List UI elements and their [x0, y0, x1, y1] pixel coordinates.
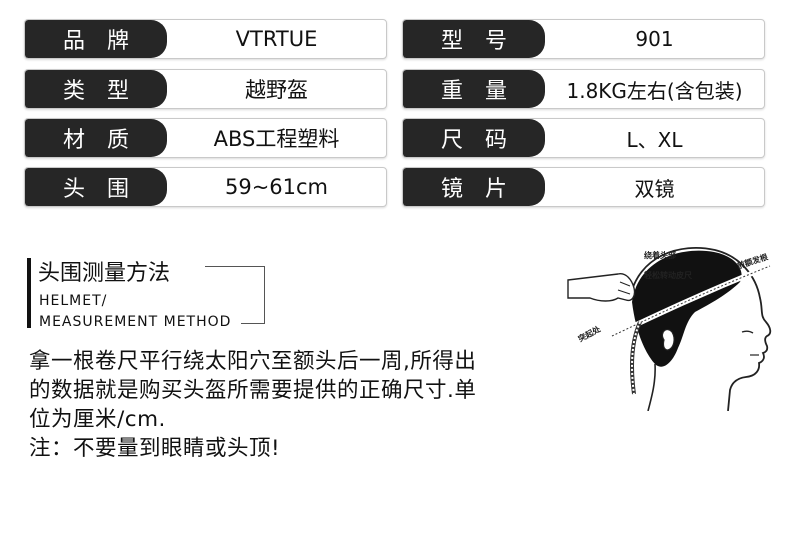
description-line: 注：不要量到眼睛或头顶!: [29, 436, 281, 461]
tape-measure-line: [611, 265, 771, 337]
spec-value: 1.8KG左右(含包装): [566, 78, 743, 103]
section-subtitle-line2: MEASUREMENT METHOD: [39, 314, 232, 330]
section-subtitle-line1: HELMET/: [39, 293, 108, 309]
spec-value: VTRTUE: [235, 27, 318, 51]
spec-value: L、XL: [626, 127, 683, 152]
spec-row-weight: 重 量 1.8KG左右(含包装): [402, 69, 765, 109]
title-accent-bar: [27, 258, 31, 328]
spec-label: 镜 片: [403, 168, 545, 206]
neck-outline: [647, 363, 656, 411]
hand-shape: [567, 273, 636, 302]
measure-description: 拿一根卷尺平行绕太阳穴至额头后一周,所得出 的数据就是购买头盔所需要提供的正确尺…: [29, 347, 574, 463]
section-title: 头围测量方法: [38, 261, 171, 286]
head-profile-outline: [629, 246, 772, 411]
hair-shape: [632, 250, 742, 367]
spec-row-type: 类 型 越野盔: [24, 69, 387, 109]
spec-label: 头 围: [25, 168, 167, 206]
spec-label: 尺 码: [403, 119, 545, 157]
eye-shape: [741, 330, 754, 334]
spec-value: 越野盔: [245, 78, 308, 102]
spec-value: 双镜: [634, 176, 675, 201]
ear-shape: [661, 328, 675, 351]
spec-label: 型 号: [403, 20, 545, 58]
spec-value: 59~61cm: [224, 175, 329, 199]
spec-label: 品 牌: [25, 20, 167, 58]
description-line: 的数据就是购买头盔所需要提供的正确尺寸.单: [29, 378, 477, 403]
description-line: 位为厘米/cm.: [29, 407, 166, 432]
spec-row-head-size: 头 围 59~61cm: [24, 167, 387, 207]
tape-measure-hanging-inner: [631, 321, 641, 395]
label-rotate-tape: 轻松转动皮尺: [644, 270, 692, 280]
bracket-gap: [205, 323, 241, 325]
hand-finger-lines: [617, 281, 631, 295]
label-wrap-around-head: 绕着头部: [644, 250, 676, 260]
spec-row-model: 型 号 901: [402, 19, 765, 59]
description-line: 拿一根卷尺平行绕太阳穴至额头后一周,所得出: [29, 349, 477, 374]
spec-row-material: 材 质 ABS工程塑料: [24, 118, 387, 158]
spec-value: 901: [635, 27, 674, 51]
head-measure-diagram: 绕着头部 轻松转动皮尺 前额发根 突起处: [567, 246, 772, 411]
spec-row-brand: 品 牌 VTRTUE: [24, 19, 387, 59]
label-back-bump: 突起处: [576, 323, 603, 344]
spec-row-lens: 镜 片 双镜: [402, 167, 765, 207]
spec-label: 材 质: [25, 119, 167, 157]
spec-value: ABS工程塑料: [213, 127, 340, 151]
spec-label: 重 量: [403, 70, 545, 108]
spec-row-size: 尺 码 L、XL: [402, 118, 765, 158]
spec-label: 类 型: [25, 70, 167, 108]
